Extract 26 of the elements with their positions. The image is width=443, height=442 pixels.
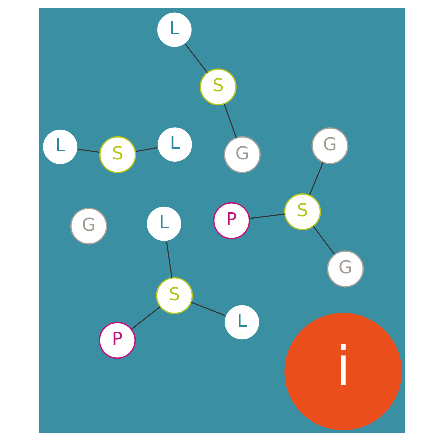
connector [135, 147, 157, 152]
node-circle: G [70, 208, 108, 245]
connector [223, 104, 237, 138]
node-circle: P [98, 322, 136, 360]
connector [249, 214, 284, 220]
node-circle: L [223, 304, 260, 342]
node-circle: S [156, 277, 193, 314]
node-circle: G [326, 250, 364, 288]
node-circle: G [311, 128, 348, 165]
node-circle: i [284, 313, 402, 431]
node-circle: P [212, 202, 250, 240]
node-circle: L [145, 205, 182, 243]
connector [166, 242, 172, 278]
connector [308, 162, 324, 196]
node-circle: S [199, 68, 236, 106]
connector [130, 306, 160, 330]
node-circle: L [156, 126, 194, 164]
node-circle: S [284, 194, 321, 231]
connector [184, 44, 208, 74]
connector [312, 226, 335, 255]
connector [190, 302, 226, 316]
node-circle: S [98, 136, 136, 174]
node-circle: G [224, 136, 261, 174]
connector [78, 149, 100, 153]
node-circle: L [41, 128, 78, 166]
node-circle: L [156, 11, 193, 48]
